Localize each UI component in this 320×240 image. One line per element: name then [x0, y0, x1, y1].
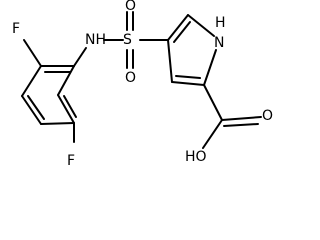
sulfonyl-oxygen-top-label: O [125, 0, 136, 14]
fluorine-top-label: F [12, 21, 20, 37]
bond-c5-c6 [21, 65, 42, 97]
bond-c4-c3 [167, 39, 173, 83]
bond-c3-c2-double [173, 21, 191, 43]
bond-c3-c4 [40, 122, 75, 125]
bond-c1-c2 [57, 65, 75, 96]
bond-ring-nh [73, 47, 87, 67]
bond-c3-c2 [167, 14, 189, 41]
aromatic-double-bond-2 [27, 95, 45, 120]
hydroxyl-label: HO [185, 149, 207, 165]
ring-nitrogen-label: N [214, 35, 224, 51]
aromatic-double-bond-3 [63, 95, 77, 118]
sulfur-label: S [123, 32, 132, 48]
sulfonyl-oxygen-bottom-label: O [125, 70, 136, 86]
chemical-structure-diagram: F F NH S O O H N HO O [12, 0, 273, 169]
carbonyl-oxygen-label: O [262, 108, 273, 124]
bond-c2-c3 [57, 94, 75, 124]
bond-carboxyl-o-a [221, 116, 262, 121]
bond-c5-c4 [171, 81, 205, 86]
bond-c-f-top [23, 39, 42, 67]
bond-n1-c5 [203, 49, 217, 86]
bond-c5-c4-double [175, 75, 201, 79]
difluorophenyl-ring [21, 65, 77, 125]
bond-carboxyl-o-b [223, 123, 259, 127]
fluorine-bottom-label: F [67, 153, 75, 169]
bond-c4-c5 [21, 95, 42, 125]
bond-c2-n1 [187, 14, 215, 37]
ring-nitrogen-h-label: H [215, 15, 226, 31]
amine-label: NH [85, 32, 106, 48]
pyrrole-ring [167, 14, 217, 86]
bond-ring-carboxyl [203, 84, 223, 121]
bond-carboxyl-oh [202, 119, 223, 149]
